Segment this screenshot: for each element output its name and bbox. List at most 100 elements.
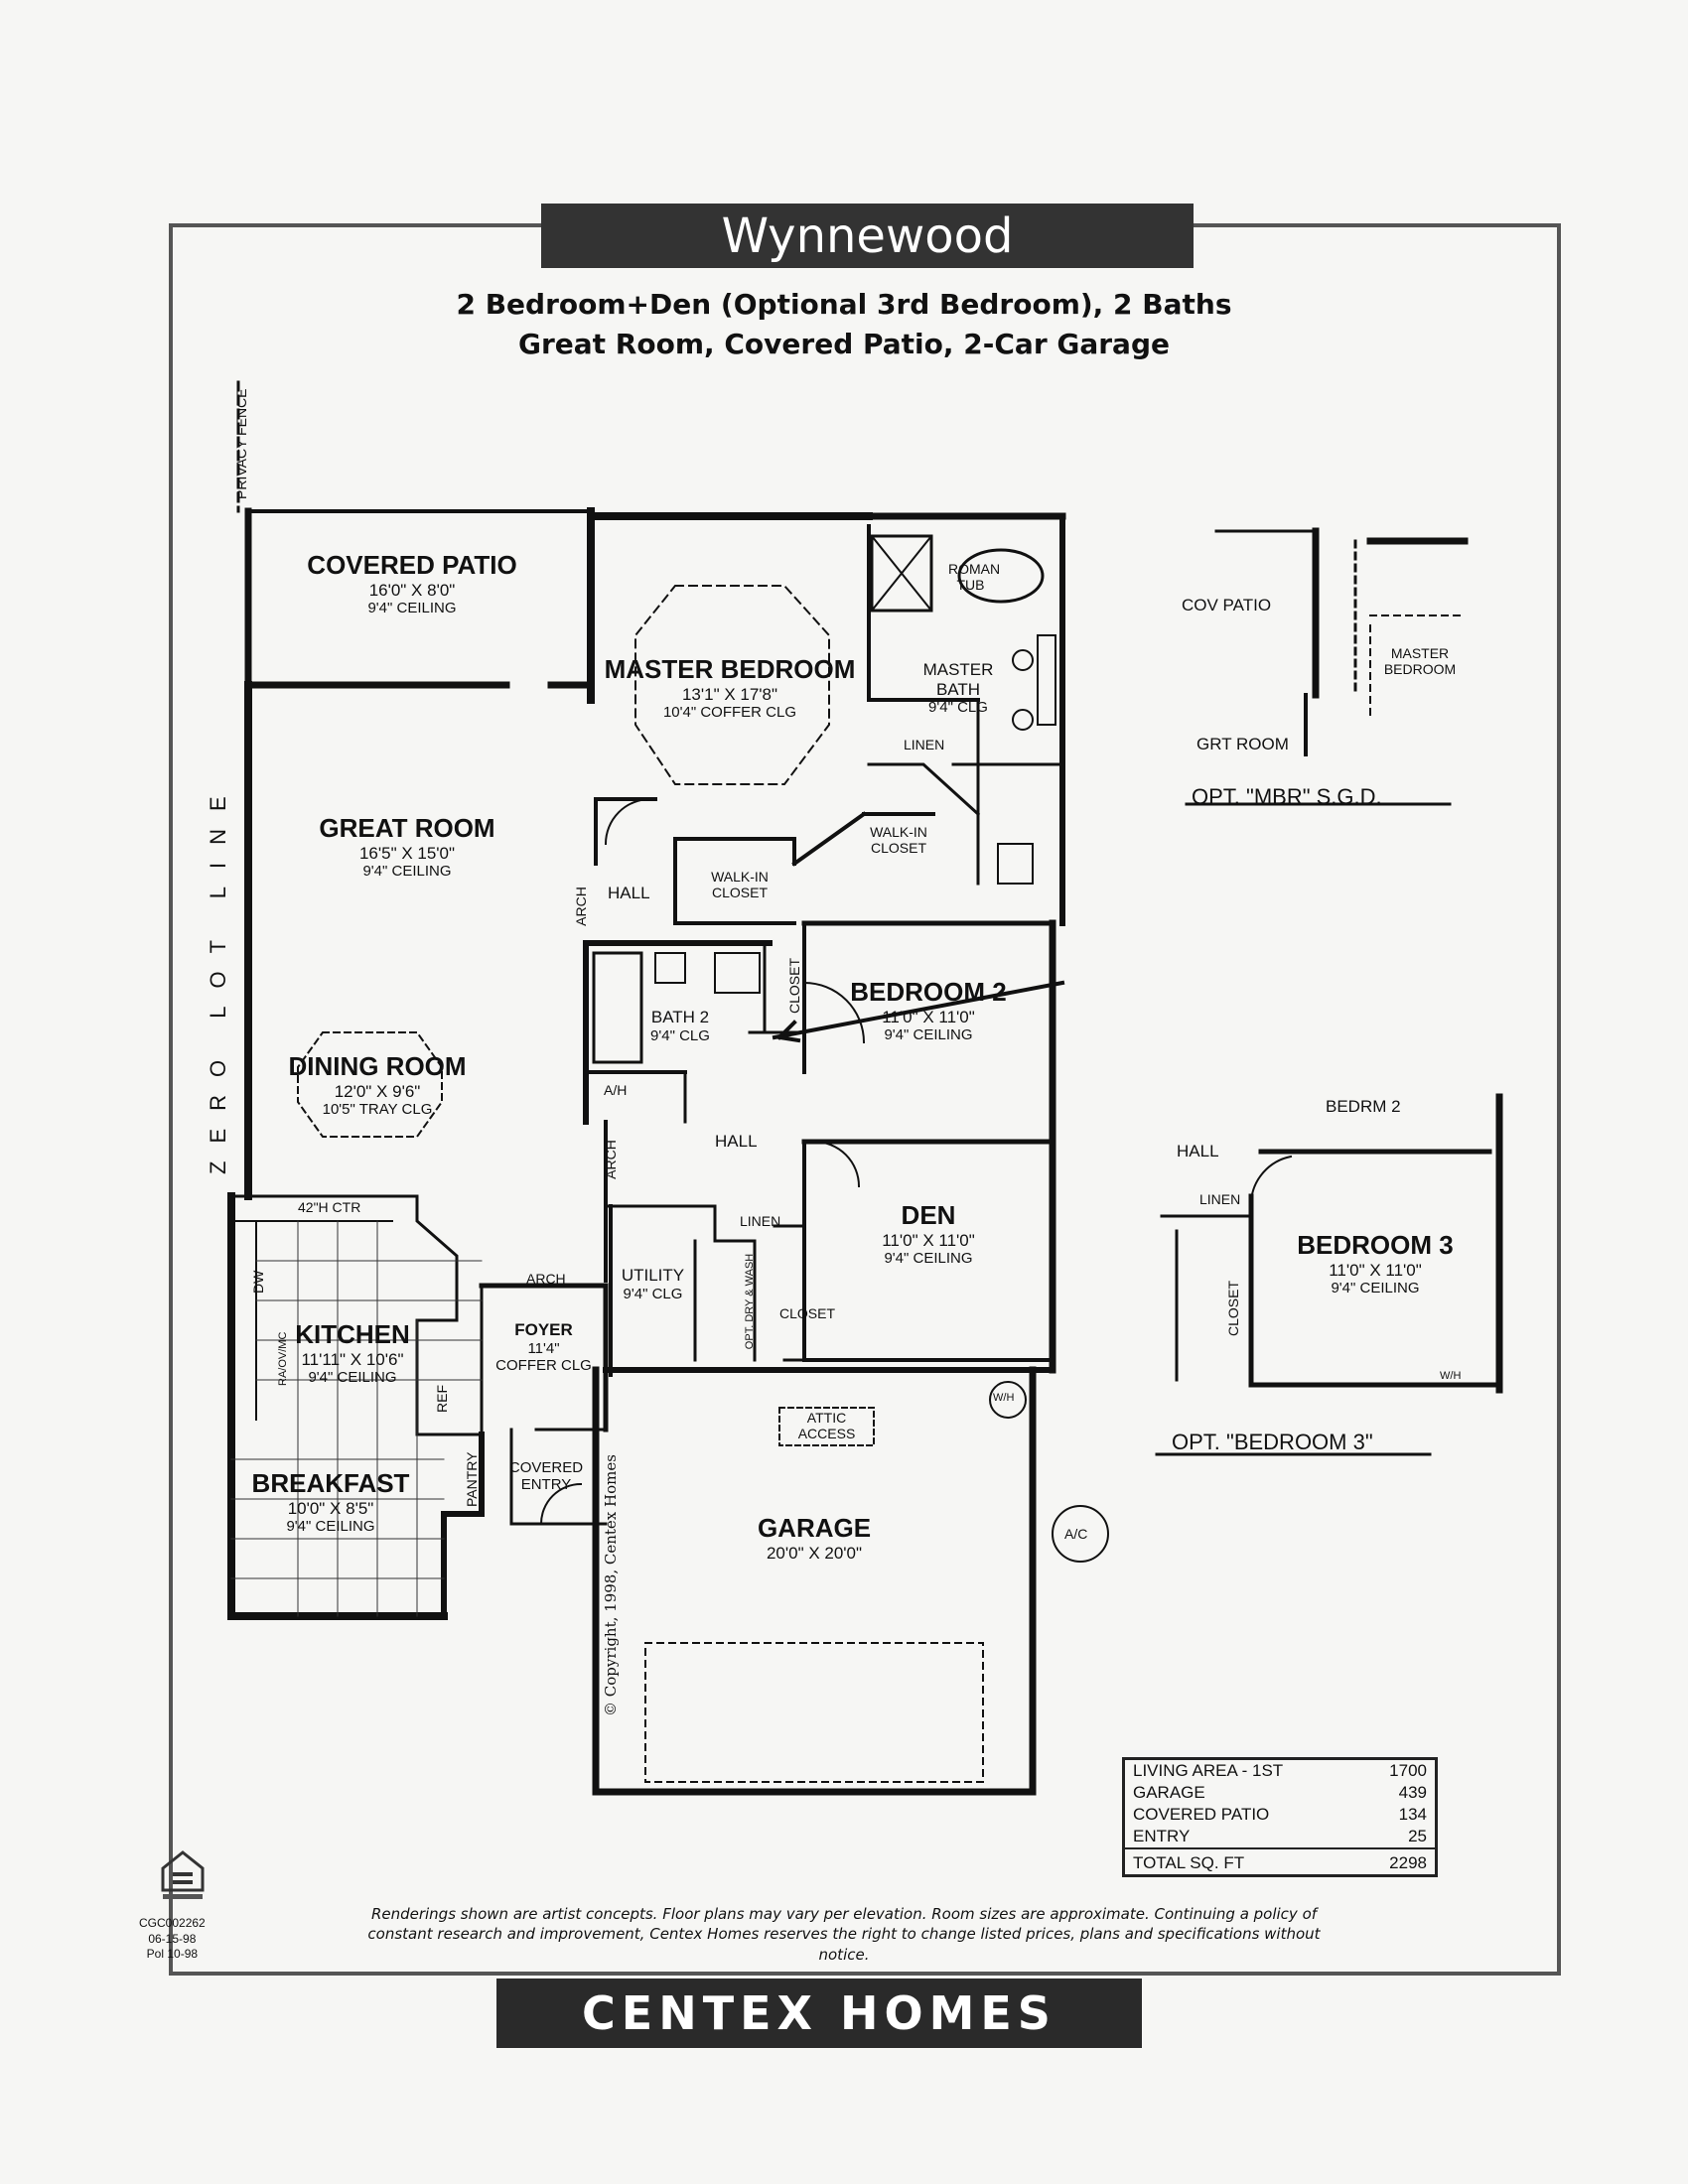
bedroom-3-name: BEDROOM 3 (1297, 1230, 1454, 1260)
walk-in-closet-label-2: WALK-IN CLOSET (711, 869, 769, 900)
arch-label-3: ARCH (526, 1271, 566, 1287)
utility-ceiling: 9'4" CLG (623, 1285, 683, 1302)
kitchen-dims: 11'11" X 10'6" (301, 1349, 404, 1369)
opt-room-bedroom-3: BEDROOM 3 11'0" X 11'0" 9'4" CEILING (1281, 1230, 1470, 1297)
breakfast-dims: 10'0" X 8'5" (287, 1498, 374, 1518)
area-row: LIVING AREA - 1ST 1700 (1124, 1759, 1437, 1783)
master-bath-name: MASTER BATH (922, 660, 994, 699)
dining-room-ceiling: 10'5" TRAY CLG (322, 1101, 433, 1119)
opt-mbr-cov-patio: COV PATIO (1182, 596, 1272, 614)
plan-title: Wynnewood (721, 207, 1014, 264)
zero-lot-line-label: ZERO LOT LINE (206, 778, 230, 1174)
room-bedroom-2: BEDROOM 2 11'0" X 11'0" 9'4" CEILING (824, 977, 1033, 1044)
area-row-label: LIVING AREA - 1ST (1133, 1761, 1284, 1780)
room-kitchen: KITCHEN 11'11" X 10'6" 9'4" CEILING (268, 1319, 437, 1387)
bath-2-name: BATH 2 (650, 1008, 710, 1026)
master-bedroom-name: MASTER BEDROOM (604, 654, 856, 684)
area-row: COVERED PATIO 134 (1124, 1804, 1437, 1826)
subtitle-line-1: 2 Bedroom+Den (Optional 3rd Bedroom), 2 … (456, 288, 1232, 321)
room-bath-2: BATH 2 9'4" CLG (635, 1008, 725, 1044)
code-line-1: CGC002262 (139, 1916, 206, 1930)
breakfast-ceiling: 9'4" CEILING (286, 1518, 375, 1536)
arch-label-2: ARCH (603, 1140, 619, 1179)
room-great-room: GREAT ROOM 16'5" X 15'0" 9'4" CEILING (288, 813, 526, 881)
privacy-fence-label: PRIVACY FENCE (233, 388, 249, 499)
bedroom-2-name: BEDROOM 2 (850, 977, 1007, 1007)
room-utility: UTILITY 9'4" CLG (616, 1266, 690, 1302)
range-label: RA/OV/MC (277, 1331, 289, 1386)
room-den: DEN 11'0" X 11'0" 9'4" CEILING (844, 1200, 1013, 1268)
foyer-ceiling: COFFER CLG (495, 1356, 592, 1374)
dishwasher-label: DW (250, 1270, 266, 1294)
room-master-bedroom: MASTER BEDROOM 13'1" X 17'8" 10'4" COFFE… (596, 654, 864, 722)
area-row-value: 439 (1398, 1783, 1427, 1802)
subtitle-line-2: Great Room, Covered Patio, 2-Car Garage (517, 328, 1170, 360)
great-room-dims: 16'5" X 15'0" (358, 843, 456, 863)
garage-dims: 20'0" X 20'0" (766, 1543, 863, 1563)
opt-mbr-sgd-title: OPT. "MBR" S.G.D. (1192, 784, 1382, 809)
area-row-value: 1700 (1389, 1761, 1427, 1780)
den-dims: 11'0" X 11'0" (882, 1230, 975, 1250)
den-name: DEN (901, 1200, 956, 1230)
bath-2-ceiling: 9'4" CLG (650, 1026, 710, 1044)
linen-label-hall: LINEN (740, 1213, 781, 1229)
den-ceiling: 9'4" CEILING (884, 1250, 973, 1268)
breakfast-name: BREAKFAST (251, 1468, 410, 1498)
kitchen-name: KITCHEN (295, 1319, 410, 1349)
copyright-label: © Copyright, 1998, Centex Homes (602, 1454, 620, 1716)
room-garage: GARAGE 20'0" X 20'0" (715, 1513, 914, 1563)
area-row-value: 134 (1398, 1805, 1427, 1824)
master-bedroom-ceiling: 10'4" COFFER CLG (662, 704, 797, 722)
area-row-label: ENTRY (1133, 1827, 1191, 1845)
walk-in-closet-label-1: WALK-IN CLOSET (870, 824, 927, 856)
covered-entry-name: COVERED ENTRY (508, 1459, 584, 1494)
opt-bedroom-3-title: OPT. "BEDROOM 3" (1172, 1430, 1373, 1454)
brand-banner: CENTEX HOMES (496, 1979, 1142, 2048)
roman-tub-label: ROMAN TUB (948, 561, 1001, 593)
code-line-3: Pol 10-98 (146, 1947, 199, 1962)
room-breakfast: BREAKFAST 10'0" X 8'5" 9'4" CEILING (236, 1468, 425, 1536)
closet-label-bedroom2: CLOSET (786, 958, 802, 1015)
great-room-ceiling: 9'4" CEILING (362, 863, 452, 881)
covered-patio-name: COVERED PATIO (307, 550, 517, 580)
area-row-label: COVERED PATIO (1133, 1805, 1270, 1824)
area-row-value: 25 (1408, 1827, 1427, 1845)
room-covered-patio: COVERED PATIO 16'0" X 8'0" 9'4" CEILING (283, 550, 541, 617)
attic-access-label: ATTIC ACCESS (797, 1410, 856, 1441)
hall-label-master: HALL (608, 884, 650, 902)
area-total-label: TOTAL SQ. FT (1123, 1847, 1359, 1876)
room-dining-room: DINING ROOM 12'0" X 9'6" 10'5" TRAY CLG (263, 1051, 492, 1119)
room-covered-entry: COVERED ENTRY (506, 1459, 586, 1494)
counter-label: 42"H CTR (298, 1199, 361, 1215)
dining-room-name: DINING ROOM (288, 1051, 467, 1081)
pantry-label: PANTRY (464, 1451, 480, 1508)
bedroom-3-dims: 11'0" X 11'0" (1329, 1260, 1422, 1280)
area-row: ENTRY 25 (1124, 1826, 1437, 1848)
dining-room-dims: 12'0" X 9'6" (334, 1081, 421, 1101)
title-banner: Wynnewood (541, 204, 1194, 268)
kitchen-ceiling: 9'4" CEILING (308, 1369, 397, 1387)
utility-name: UTILITY (621, 1266, 685, 1285)
document-codes: CGC002262 06-15-98 Pol 10-98 (139, 1916, 206, 1963)
water-heater-label: W/H (993, 1392, 1015, 1404)
bedroom-2-ceiling: 9'4" CEILING (884, 1026, 973, 1044)
disclaimer-text: Renderings shown are artist concepts. Fl… (367, 1905, 1321, 1964)
opt-mbr-grt-room: GRT ROOM (1196, 735, 1289, 753)
room-master-bath: MASTER BATH 9'4" CLG (914, 660, 1003, 716)
ac-label: A/C (1064, 1526, 1088, 1542)
hall-label-main: HALL (715, 1132, 758, 1151)
linen-label-master: LINEN (904, 737, 945, 752)
great-room-name: GREAT ROOM (319, 813, 495, 843)
refrigerator-label: REF (434, 1385, 450, 1413)
opt-closet-label: CLOSET (1225, 1281, 1241, 1337)
foyer-name: FOYER (514, 1320, 573, 1339)
covered-patio-ceiling: 9'4" CEILING (367, 600, 457, 617)
opt-linen-label: LINEN (1199, 1191, 1241, 1207)
area-total-row: TOTAL SQ. FT 2298 (1123, 1847, 1437, 1876)
room-foyer: FOYER 11'4" COFFER CLG (487, 1320, 601, 1374)
closet-label-den: CLOSET (779, 1305, 836, 1321)
arch-label-1: ARCH (573, 887, 589, 926)
